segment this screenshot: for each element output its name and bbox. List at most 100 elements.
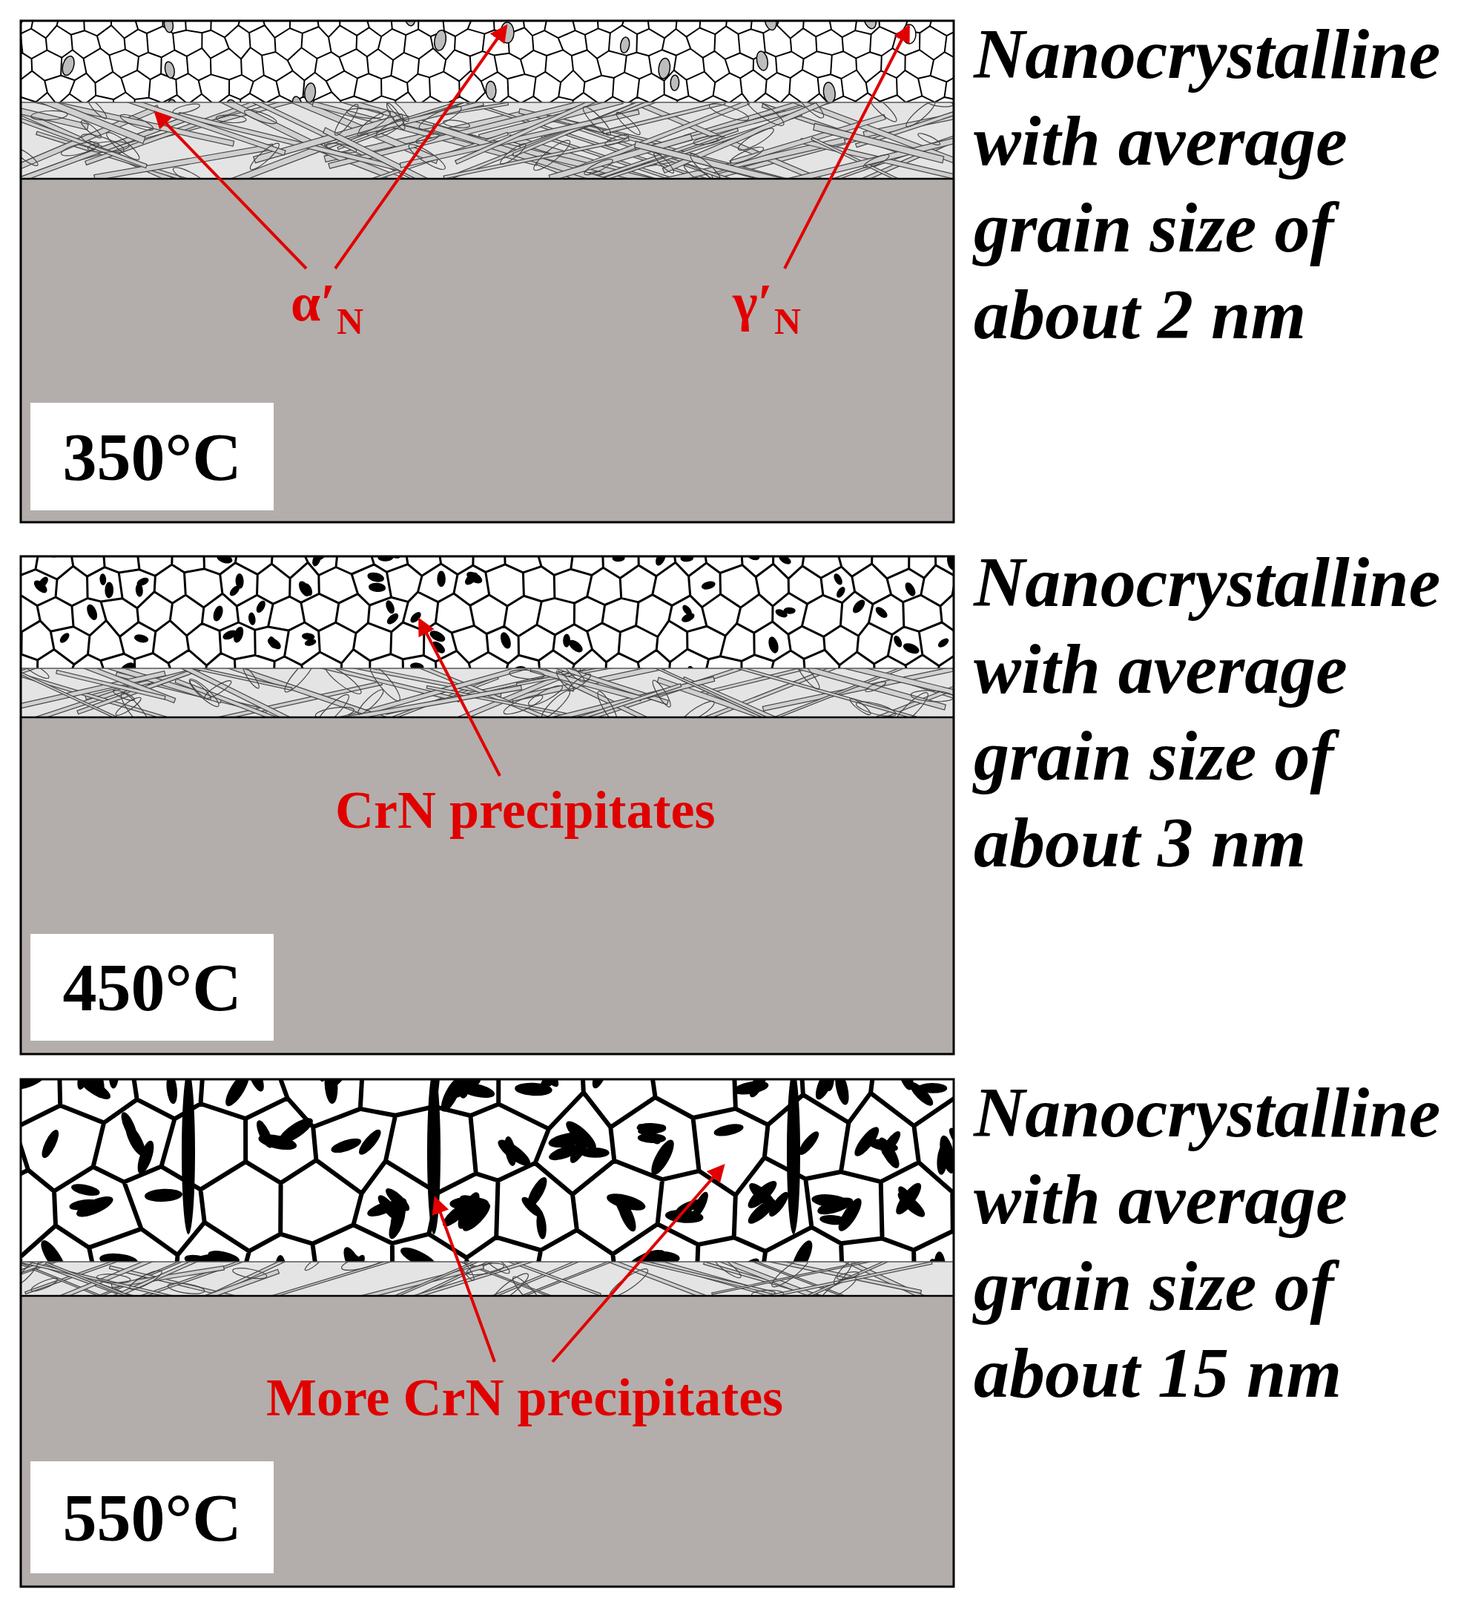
substrate <box>20 717 954 1054</box>
lath-lens <box>172 102 201 116</box>
precipitate <box>637 1122 666 1136</box>
lath-lens <box>117 689 155 718</box>
precipitate <box>165 1079 178 1104</box>
precipitate <box>860 20 879 31</box>
lath-lens <box>79 118 104 141</box>
precipitate <box>344 1249 379 1262</box>
lath-lens <box>384 102 408 132</box>
precipitate <box>163 20 175 34</box>
martensite-lath <box>795 1261 954 1296</box>
lath-lens <box>650 677 674 709</box>
precipitate <box>275 1114 316 1147</box>
precipitate <box>918 1082 947 1093</box>
lath-lens <box>243 107 279 127</box>
grain-size-note: Nanocrystalline with average grain size … <box>973 10 1471 358</box>
martensite-lath <box>384 1261 614 1296</box>
layer-boundary <box>20 716 954 719</box>
grain-boundaries <box>20 1079 954 1262</box>
precipitate <box>367 571 385 583</box>
precipitate <box>144 1188 182 1202</box>
lath-lens <box>751 1289 784 1296</box>
martensite-lath <box>625 1261 850 1296</box>
precipitate <box>904 581 918 597</box>
martensite-lath <box>530 668 642 701</box>
lath-lens <box>281 668 319 695</box>
precipitate <box>745 1177 780 1212</box>
precipitate <box>680 611 695 623</box>
lath-lens <box>562 668 587 684</box>
precipitate <box>450 1196 488 1210</box>
precipitate <box>713 1122 744 1137</box>
lath-lens <box>355 686 386 718</box>
precipitate <box>933 1251 946 1262</box>
precipitate <box>248 612 256 626</box>
martensite-lath <box>56 669 166 700</box>
lath-lens <box>926 102 954 108</box>
lath-lens <box>20 1261 41 1287</box>
layer-group <box>20 102 954 179</box>
precipitate <box>874 605 889 620</box>
layer-boundary <box>20 101 954 104</box>
leader-line <box>435 1198 495 1362</box>
precipitate <box>762 20 778 32</box>
precipitate <box>216 556 233 565</box>
lath-lens <box>373 115 407 141</box>
lath-lens <box>247 140 283 173</box>
precipitate <box>268 636 277 649</box>
precipitate <box>536 1211 548 1240</box>
grain-size-note: Nanocrystalline with average grain size … <box>973 1068 1471 1416</box>
precipitate <box>485 80 497 100</box>
precipitate <box>524 1175 550 1210</box>
lath-lens <box>735 124 776 154</box>
temperature-label: 350°C <box>62 422 242 491</box>
precipitate <box>774 608 789 619</box>
precipitate <box>105 582 114 598</box>
precipitate <box>368 582 385 593</box>
lath-lens <box>579 103 614 138</box>
precipitate <box>385 611 400 626</box>
precipitate <box>323 1079 349 1093</box>
martensite-lath <box>399 109 640 168</box>
martensite-lath <box>490 676 715 718</box>
phase-label: γ′ <box>732 275 773 330</box>
lath-lens <box>818 1273 859 1296</box>
precipitate <box>892 1179 925 1217</box>
precipitate <box>937 1134 954 1174</box>
lath-lens <box>680 697 717 718</box>
precipitate <box>60 54 76 78</box>
precipitate <box>796 1129 821 1157</box>
lath-lens <box>566 671 593 694</box>
lath-lens <box>793 668 822 692</box>
precipitate <box>754 50 770 72</box>
temperature-box: 550°C <box>30 1460 274 1573</box>
lath-lens <box>170 163 211 179</box>
martensite-lath <box>20 102 146 144</box>
precipitate <box>58 631 70 644</box>
lath-lens <box>86 102 109 121</box>
precipitate <box>235 573 244 589</box>
lath-lens <box>232 1265 268 1281</box>
lath-lens <box>118 111 155 133</box>
precipitate <box>612 1192 632 1221</box>
precipitate <box>879 1129 903 1157</box>
precipitate <box>619 36 631 54</box>
lath-lens <box>889 688 932 718</box>
precipitate <box>398 1243 439 1262</box>
precipitate <box>835 585 847 598</box>
precipitate <box>437 571 445 586</box>
lath-lens <box>710 1261 744 1280</box>
grain-boundaries <box>20 556 954 669</box>
precipitate <box>787 1238 816 1262</box>
lath-lens <box>324 140 357 155</box>
precipitate <box>902 641 921 655</box>
phase-label: α′ <box>290 275 336 330</box>
precipitate <box>654 556 667 567</box>
precipitate <box>767 636 780 655</box>
precipitate <box>99 1251 138 1262</box>
martensite-lath <box>564 683 682 718</box>
precipitate <box>777 556 792 566</box>
lath-lens <box>916 131 942 147</box>
thick-boundary <box>786 1079 801 1235</box>
lath-lens <box>864 102 900 125</box>
lath-lens <box>215 114 247 124</box>
